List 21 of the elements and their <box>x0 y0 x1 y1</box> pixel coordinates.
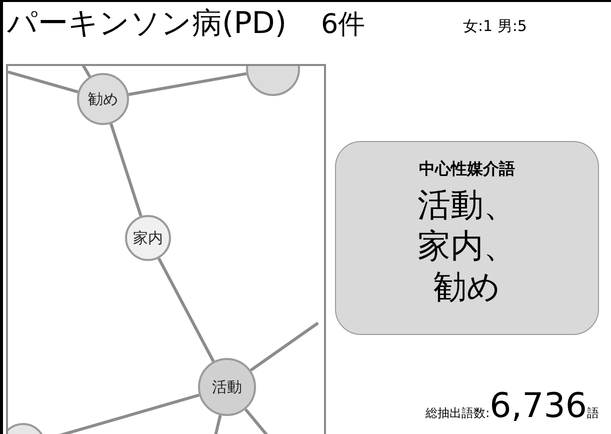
box-words: 活動、家内、勧め <box>416 184 518 307</box>
connector-line <box>212 414 222 434</box>
connector-line <box>128 72 247 96</box>
total-words-value: 6,736 <box>490 386 587 426</box>
unit-label: 語 <box>587 405 599 421</box>
connector-line <box>110 123 142 217</box>
connector-line <box>157 258 215 362</box>
case-count: 6件 <box>321 8 366 42</box>
total-words-label: 総抽出語数: <box>426 405 490 421</box>
word-node <box>198 358 256 416</box>
connector-line <box>8 70 78 94</box>
word-node <box>125 215 171 261</box>
word-node <box>77 73 129 125</box>
summary-box <box>335 141 599 335</box>
node-label: 家内 <box>133 229 163 247</box>
gender-count: 女:1 男:5 <box>463 16 527 37</box>
node-label: 活動 <box>212 378 242 396</box>
connector-line <box>250 322 319 372</box>
box-heading: 中心性媒介語 <box>419 158 515 180</box>
title: パーキンソン病(PD) <box>7 5 287 43</box>
node-label: 勧め <box>88 90 118 108</box>
